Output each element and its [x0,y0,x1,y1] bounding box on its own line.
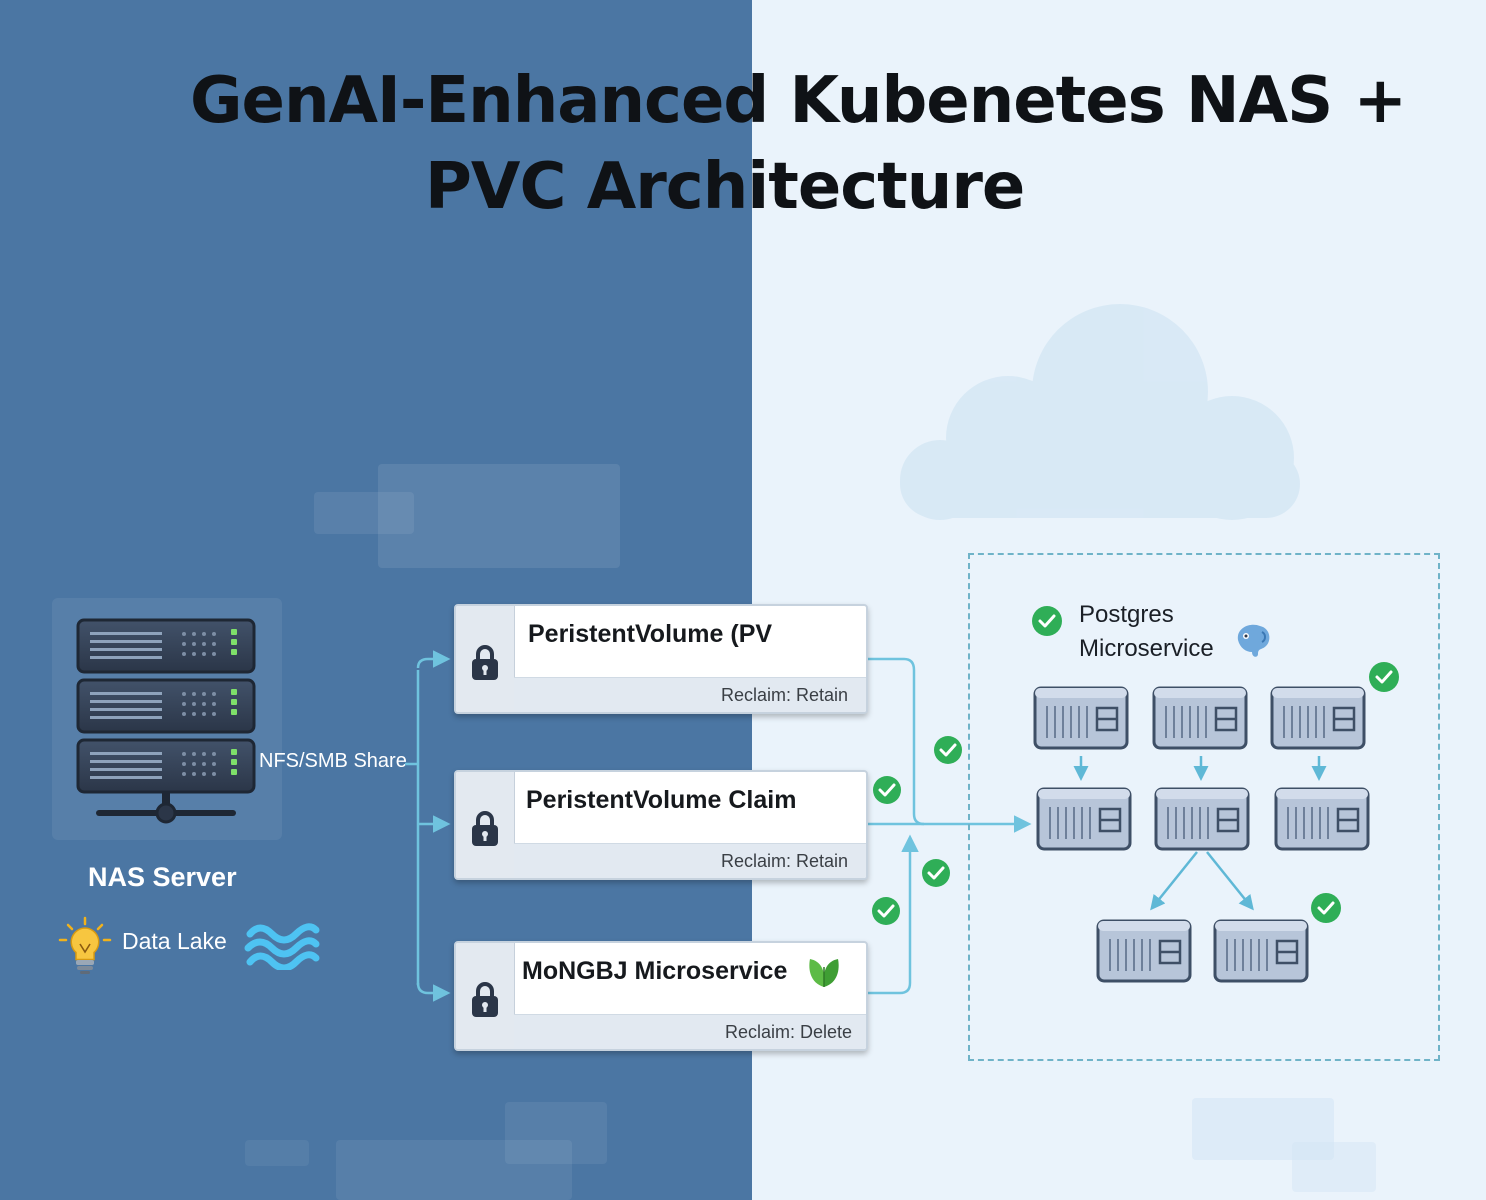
lock-column [456,772,515,878]
pod-icon [1033,686,1129,750]
pod-icon [1152,686,1248,750]
pv-card[interactable]: PeristentVolume (PV Reclaim: Retain [454,604,868,714]
nfs-smb-share-label: NFS/SMB Share [259,750,407,772]
cloud-icon [900,304,1300,520]
title-line-1: GenAI-Enhanced Kubenetes NAS + [190,64,1407,138]
mongo-card[interactable]: MoNGBJ Microservice Reclaim: Delete [454,941,868,1051]
waves-icon [244,923,320,970]
elephant-icon [1237,624,1270,657]
server-rack-icon [76,618,256,824]
lock-column [456,606,515,712]
data-lake-label: Data Lake [122,928,227,954]
title-line-2: PVC Architecture [425,150,1025,224]
pod-icon [1270,686,1366,750]
bg-decor-rect [1292,1142,1376,1192]
right-background [752,0,1486,1200]
pod-icon [1154,787,1250,851]
reclaim-policy: Reclaim: Delete [724,1022,852,1042]
server-unit [76,738,256,794]
card-title: MoNGBJ Microservice [522,957,788,985]
card-footer [514,843,866,878]
network-base [96,792,236,824]
lock-icon [472,811,498,846]
lightbulb-icon [58,916,112,974]
bg-decor-rect [245,1140,309,1166]
server-unit [76,618,256,674]
lock-column [456,943,515,1049]
card-footer [514,677,866,712]
postgres-microservice-label: Postgres Microservice [1079,601,1214,662]
card-title: PeristentVolume (PV [528,620,773,648]
pod-icon [1274,787,1370,851]
postgres-cluster-boundary [968,553,1440,1061]
bg-decor-rect [505,1102,607,1164]
bg-decor-rect [314,492,414,534]
server-unit [76,678,256,734]
lock-icon [472,645,498,680]
card-title: PeristentVolume Claim [526,786,797,814]
pod-icon [1096,919,1192,983]
reclaim-policy: Reclaim: Retain [720,685,848,705]
bg-decor-rect [1192,1098,1334,1160]
reclaim-policy: Reclaim: Retain [720,851,848,871]
pod-icon [1036,787,1132,851]
nas-server-label: NAS Server [88,862,237,892]
page-title: GenAI-Enhanced Kubenetes NAS + PVC Archi… [0,58,1486,230]
bg-decor-rect [378,464,620,568]
lock-icon [472,982,498,1017]
card-footer [514,1014,866,1049]
pod-icon [1213,919,1309,983]
leaf-icon [809,959,839,987]
pvc-card[interactable]: PeristentVolume Claim Reclaim: Retain [454,770,868,880]
bg-decor-rect [336,1140,572,1200]
